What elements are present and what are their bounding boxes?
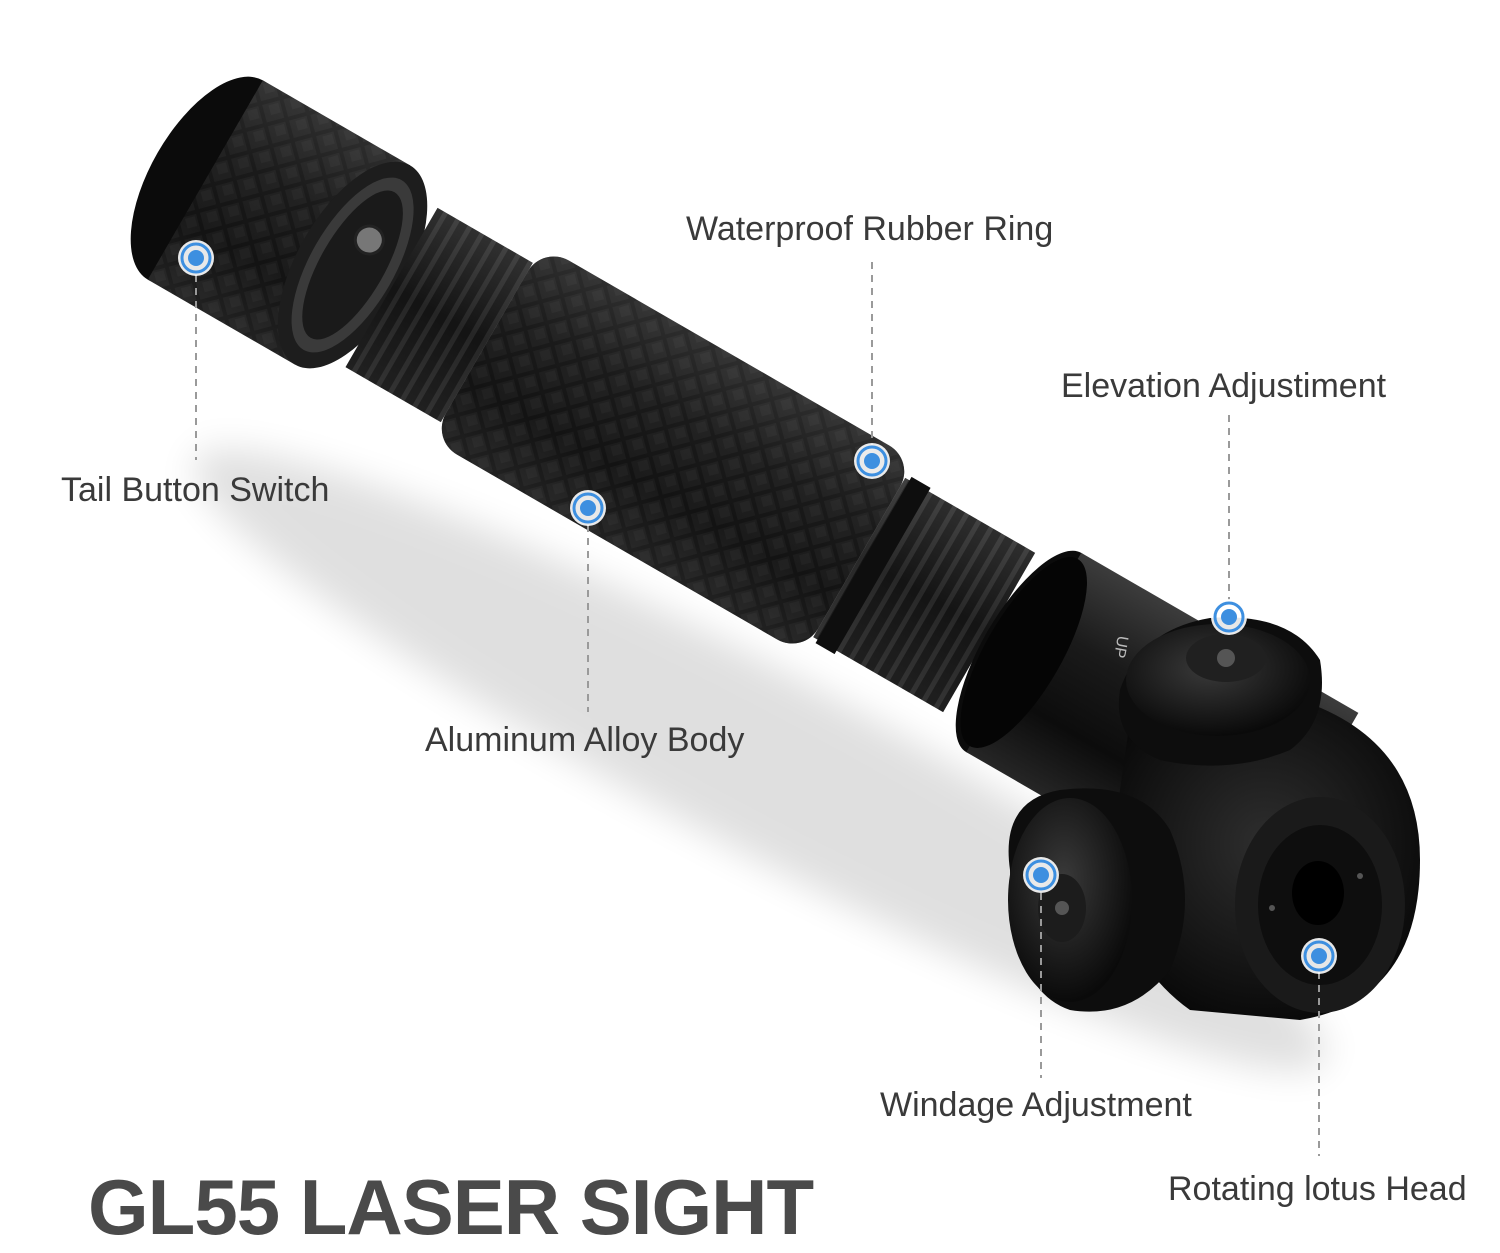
marker-ring <box>854 443 890 479</box>
windage-knob <box>1008 788 1185 1012</box>
label-aluminum-alloy-body: Aluminum Alloy Body <box>425 721 745 759</box>
product-title: GL55 LASER SIGHT <box>88 1163 814 1251</box>
label-windage-adjustment: Windage Adjustment <box>880 1086 1192 1124</box>
marker-windage <box>1023 857 1059 893</box>
label-elevation-adjustment: Elevation Adjustiment <box>1061 367 1387 405</box>
label-tail-button-switch: Tail Button Switch <box>61 471 330 509</box>
marker-tail <box>178 240 214 276</box>
marker-body <box>570 490 606 526</box>
tail-cap <box>130 76 428 369</box>
elevation-knob: UP <box>1110 617 1322 766</box>
marker-elevation <box>1211 599 1247 635</box>
label-rotating-lotus-head: Rotating lotus Head <box>1168 1170 1467 1208</box>
leader-lines <box>195 262 1320 1156</box>
marker-lotus <box>1301 938 1337 974</box>
up-marking: UP <box>1110 634 1131 659</box>
markers <box>178 240 1337 974</box>
knurled-body <box>441 256 905 644</box>
label-waterproof-ring: Waterproof Rubber Ring <box>686 210 1054 248</box>
rotating-head <box>1110 700 1420 1020</box>
